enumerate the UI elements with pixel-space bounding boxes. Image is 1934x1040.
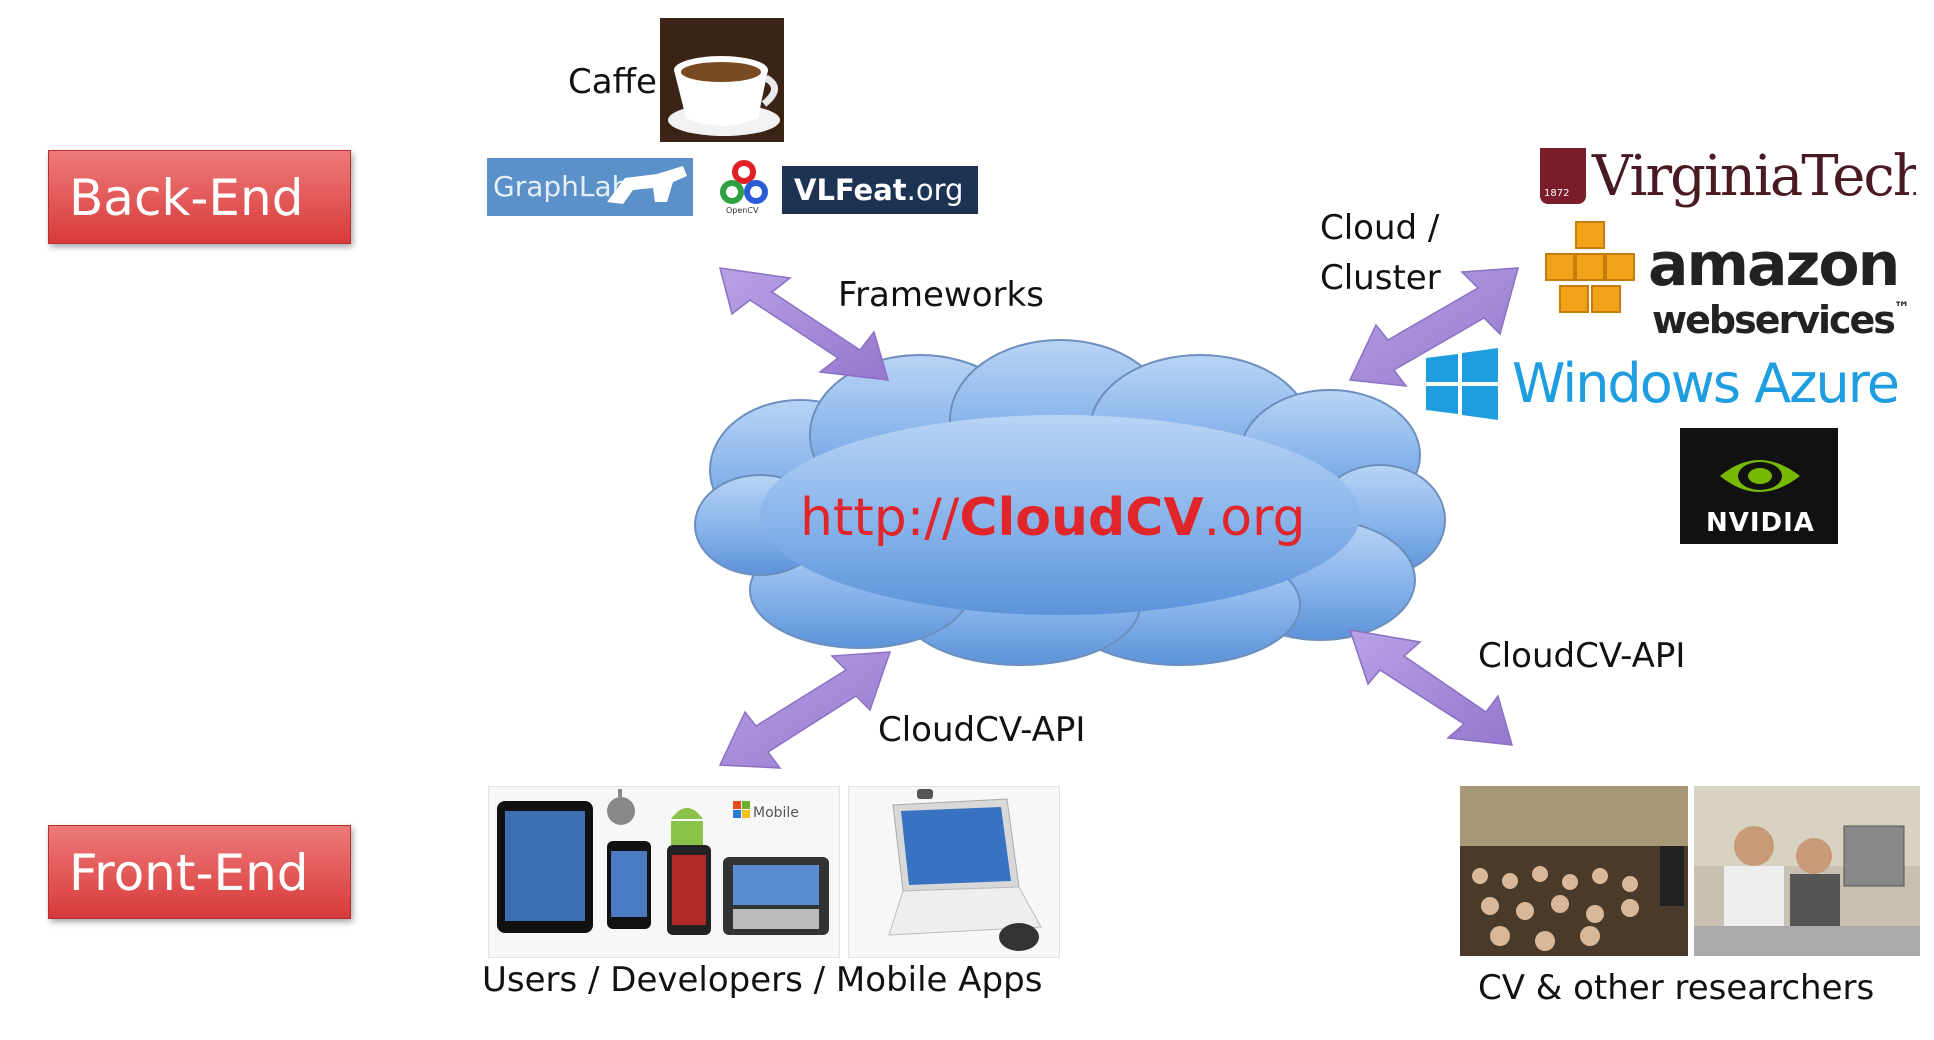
amazon-text: amazon <box>1648 230 1900 300</box>
mobile-devices-image: Mobile <box>488 786 840 958</box>
lab-illustration <box>1694 786 1920 956</box>
opencv-icon: OpenCV <box>720 160 768 215</box>
audience-illustration <box>1460 786 1688 956</box>
nvidia-eye-icon <box>1720 460 1800 492</box>
api-right-arrow <box>1348 629 1514 746</box>
lab-photo <box>1694 786 1920 956</box>
laptop-image <box>848 786 1060 958</box>
opencv-logo: OpenCV <box>718 158 770 216</box>
frameworks-label: Frameworks <box>838 275 1044 315</box>
virginia-tech-logo: 1872 VirginiaTech <box>1540 146 1916 210</box>
android-icon <box>671 808 703 845</box>
cloud-cluster-label-line1: Cloud / <box>1320 208 1440 248</box>
windows-mobile-icon <box>733 801 750 818</box>
vlfeat-logo: VLFeat.org <box>782 166 978 214</box>
aws-tm: ™ <box>1893 298 1910 317</box>
laptop-illustration <box>888 789 1042 951</box>
windows-mobile-text: Mobile <box>753 805 799 821</box>
windows-azure-text: Windows Azure <box>1512 352 1900 415</box>
cloudcv-url[interactable]: http://CloudCV.org <box>800 488 1306 548</box>
virginia-tech-text: VirginiaTech <box>1592 146 1916 209</box>
researchers-caption: CV & other researchers <box>1478 968 1875 1008</box>
cloud-cluster-label-line2: Cluster <box>1320 258 1441 298</box>
cloud-cluster-arrow <box>1348 267 1520 387</box>
nvidia-text: NVIDIA <box>1706 508 1815 538</box>
api-right-label: CloudCV-API <box>1478 636 1686 676</box>
devices-illustration: Mobile <box>497 789 829 935</box>
nvidia-logo: NVIDIA <box>1680 428 1838 544</box>
cloud-shape <box>694 339 1446 666</box>
users-caption: Users / Developers / Mobile Apps <box>482 960 1043 1000</box>
aws-subtext: webservices <box>1652 298 1896 342</box>
aws-boxes-icon <box>1545 221 1635 313</box>
graphlab-logo: GraphLab <box>487 158 693 216</box>
api-left-label: CloudCV-API <box>878 710 1086 750</box>
caffe-logo <box>660 18 784 142</box>
back-end-button[interactable]: Back-End <box>48 150 351 244</box>
svg-text:OpenCV: OpenCV <box>726 206 759 215</box>
vlfeat-text: VLFeat <box>794 173 907 207</box>
caffe-label: Caffe <box>568 62 657 102</box>
front-end-button[interactable]: Front-End <box>48 825 351 919</box>
vlfeat-suffix: .org <box>906 173 964 207</box>
windows-azure-logo: Windows Azure <box>1424 348 1918 422</box>
apple-icon <box>607 789 635 825</box>
api-left-arrow <box>718 651 892 769</box>
conference-photo <box>1460 786 1688 956</box>
aws-logo: amazon webservices™ <box>1540 212 1916 348</box>
vt-shield-icon: 1872 <box>1540 148 1586 204</box>
frameworks-arrow <box>718 267 890 381</box>
windows-flag-icon <box>1426 348 1498 420</box>
coffee-cup-icon <box>660 18 784 142</box>
vt-year: 1872 <box>1544 188 1570 199</box>
graphlab-text: GraphLab <box>493 170 630 203</box>
graphlab-dog-icon <box>607 166 687 204</box>
